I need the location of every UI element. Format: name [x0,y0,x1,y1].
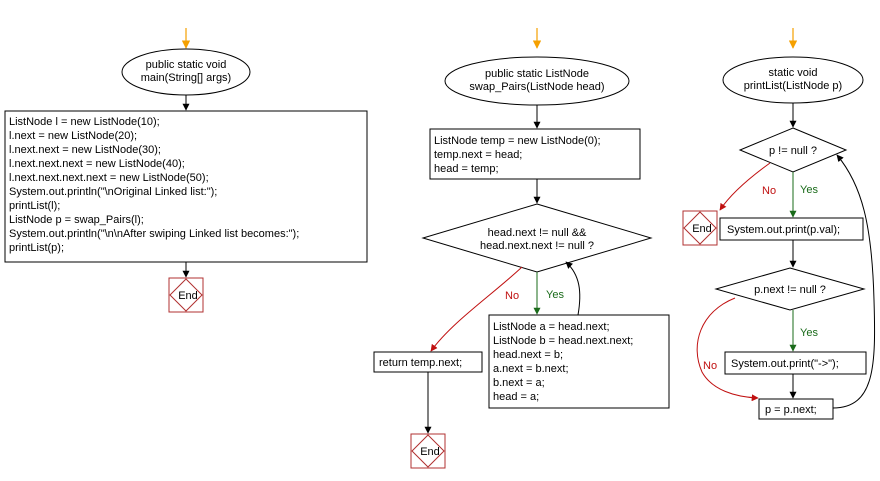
print-yes1-label: Yes [800,184,818,196]
print-decision2-text: p.next != null ? [754,284,826,296]
swap-start-line1: public static ListNode [485,68,589,80]
print-arrow-box [724,351,867,375]
print-no2-label: No [703,360,717,372]
main-start-line2: main(String[] args) [141,72,231,84]
print-loop-back-arrow [832,154,876,409]
print-start-line2: printList(ListNode p) [744,80,842,92]
main-flow: public static void main(String[] args) L… [4,28,368,313]
swap-init-line: ListNode temp = new ListNode(0); [434,135,601,147]
main-code-line: ListNode l = new ListNode(10); [9,116,160,128]
main-code-box [4,110,368,263]
print-end-diamond [683,211,717,245]
swap-return-text: return temp.next; [379,357,462,369]
swap-end-node [410,433,446,469]
print-advance-box [758,398,834,420]
swap-decision-line1: head.next != null && [488,227,587,239]
main-code-line: printList(l); [9,200,60,212]
print-advance-text: p = p.next; [765,404,817,416]
main-code-line: l.next = new ListNode(20); [9,130,137,142]
swap-loop-line: ListNode b = head.next.next; [493,335,633,347]
swap-end-label: End [420,446,440,458]
print-val-box [719,217,864,241]
swap-loop-line: head.next = b; [493,349,563,361]
main-code-line: printList(p); [9,242,64,254]
main-end-diamond [169,278,203,312]
swap-init-line: temp.next = head; [434,149,522,161]
swap-loop-line: b.next = a; [493,377,545,389]
main-code-line: System.out.println("\n\nAfter swiping Li… [9,228,299,240]
swap-decision-line2: head.next.next != null ? [480,240,594,252]
swap-no-label: No [505,290,519,302]
main-code-line: System.out.println("\nOriginal Linked li… [9,186,217,198]
print-start-line1: static void [769,67,818,79]
swap-loop-box [488,314,670,409]
swap-no-arrow [430,266,523,352]
main-end-label: End [178,290,198,302]
print-decision1-text: p != null ? [769,145,817,157]
print-no1-arrow [719,162,771,211]
print-flow: static void printList(ListNode p) p != n… [682,28,876,420]
print-end-node [682,210,718,246]
print-decision2-node [714,267,866,311]
swap-init-box [429,128,641,180]
print-arrow-text: System.out.print("->"); [731,358,839,370]
swap-loop-line: a.next = b.next; [493,363,569,375]
swap-init-line: head = temp; [434,163,499,175]
main-end-node [168,277,204,313]
swap-end-diamond [411,434,445,468]
main-code-line: l.next.next = new ListNode(30); [9,144,161,156]
swap-loop-line: head = a; [493,391,539,403]
main-code-line: l.next.next.next.next = new ListNode(50)… [9,172,209,184]
print-no2-arrow [696,297,759,402]
swap-loop-back-arrow [565,261,581,316]
print-end-label: End [692,223,712,235]
swap-start-line2: swap_Pairs(ListNode head) [469,81,604,93]
main-start-line1: public static void [146,59,227,71]
main-code-line: l.next.next.next = new ListNode(40); [9,158,185,170]
swap-flow: public static ListNode swap_Pairs(ListNo… [373,28,670,469]
main-code-line: ListNode p = swap_Pairs(l); [9,214,144,226]
swap-loop-line: ListNode a = head.next; [493,321,610,333]
print-yes2-label: Yes [800,327,818,339]
print-val-text: System.out.print(p.val); [727,224,840,236]
swap-yes-label: Yes [546,289,564,301]
print-no1-label: No [762,185,776,197]
